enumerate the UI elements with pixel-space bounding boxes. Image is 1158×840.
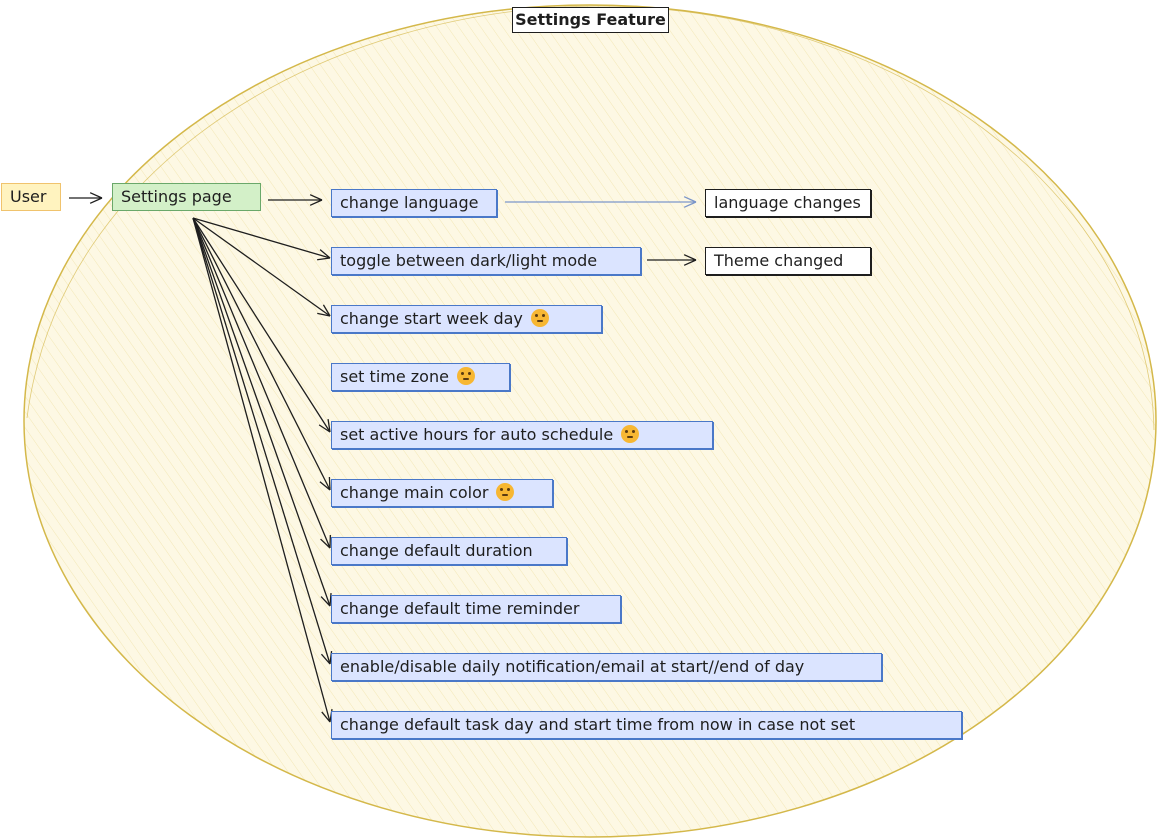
- arrow-settings-to-change-language: [268, 194, 323, 206]
- arrow-theme-to-result: [647, 254, 697, 266]
- feature-label: change default duration: [340, 541, 533, 560]
- arrow-user-to-settings: [69, 192, 103, 204]
- diagram-title: Settings Feature: [512, 7, 669, 33]
- feature-label: change main color: [340, 483, 489, 502]
- feature-default-task-day: change default task day and start time f…: [331, 711, 962, 739]
- feature-change-language: change language: [331, 189, 497, 217]
- result-language-changes: language changes: [705, 189, 871, 217]
- feature-daily-notification: enable/disable daily notification/email …: [331, 653, 882, 681]
- feature-label: set time zone: [340, 367, 449, 386]
- arrow-settings-to-default-reminder: [192, 217, 332, 607]
- arrow-settings-to-default-duration: [192, 217, 331, 549]
- feature-label: enable/disable daily notification/email …: [340, 657, 805, 676]
- result-theme-changed: Theme changed: [705, 247, 871, 275]
- feature-label: change default task day and start time f…: [340, 715, 856, 734]
- actor-user: User: [1, 183, 61, 211]
- feature-default-reminder: change default time reminder: [331, 595, 621, 623]
- settings-page-node: Settings page: [112, 183, 261, 211]
- feature-label: toggle between dark/light mode: [340, 251, 598, 270]
- feature-active-hours: set active hours for auto schedule: [331, 421, 713, 449]
- feature-default-duration: change default duration: [331, 537, 567, 565]
- result-label: Theme changed: [714, 251, 844, 270]
- arrow-language-to-result: [505, 196, 697, 208]
- arrow-settings-to-toggle-theme: [192, 217, 331, 261]
- feature-label: change default time reminder: [340, 599, 580, 618]
- feature-label: change language: [340, 193, 479, 212]
- feature-start-week-day: change start week day: [331, 305, 602, 333]
- arrow-settings-to-start-week-day: [192, 217, 331, 317]
- thinking-face-icon: [456, 367, 475, 385]
- feature-label: set active hours for auto schedule: [340, 425, 614, 444]
- feature-main-color: change main color: [331, 479, 553, 507]
- arrow-settings-to-main-color: [192, 217, 331, 491]
- thinking-face-icon: [496, 483, 515, 501]
- feature-toggle-theme: toggle between dark/light mode: [331, 247, 641, 275]
- feature-label: change start week day: [340, 309, 523, 328]
- arrow-settings-to-active-hours: [192, 217, 331, 433]
- result-label: language changes: [714, 193, 861, 212]
- thinking-face-icon: [530, 309, 549, 327]
- thinking-face-icon: [621, 425, 640, 443]
- feature-time-zone: set time zone: [331, 363, 510, 391]
